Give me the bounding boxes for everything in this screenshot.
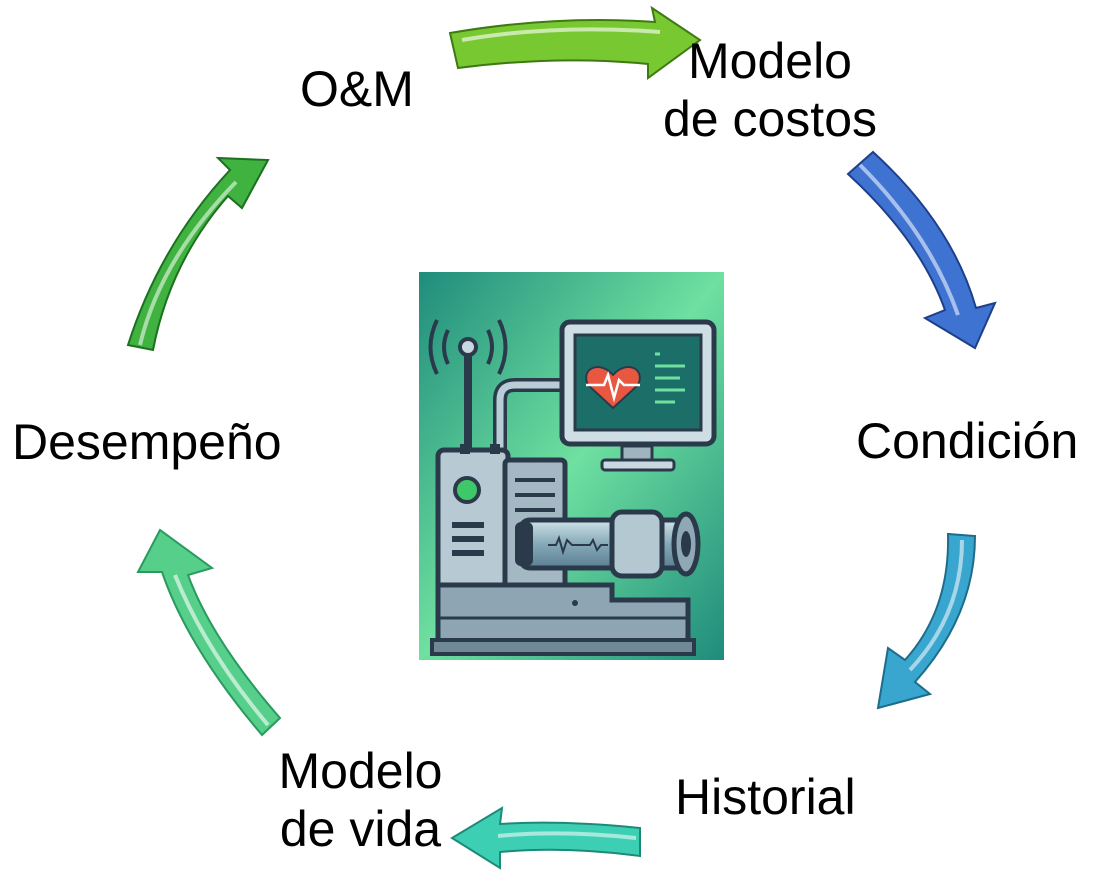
arrow-perf-to-om xyxy=(126,156,270,352)
node-condition: Condición xyxy=(856,412,1078,470)
node-performance: Desempeño xyxy=(12,413,282,471)
node-cost-model-line2: de costos xyxy=(662,91,877,147)
node-life-model-line2: de vida xyxy=(279,801,442,857)
node-performance-label: Desempeño xyxy=(12,414,282,470)
node-cost-model-line1: Modelo xyxy=(688,33,852,89)
arrow-cond-to-hist-shape xyxy=(876,532,977,710)
node-cost-model: Modelo de costos xyxy=(650,32,890,148)
arrow-cond-to-hist xyxy=(876,532,977,710)
machine-icon xyxy=(430,444,701,656)
node-history: Historial xyxy=(675,768,856,826)
node-life-model-line1: Modelo xyxy=(278,743,443,799)
arrow-hist-to-life-shape xyxy=(450,806,641,870)
node-om-label: O&M xyxy=(300,61,414,117)
node-om: O&M xyxy=(300,60,414,118)
arrow-hist-to-life xyxy=(450,806,641,870)
antenna-icon xyxy=(428,319,508,450)
arrow-cost-to-cond xyxy=(846,150,997,350)
arrow-om-to-cost xyxy=(448,5,702,80)
heart-icon xyxy=(585,366,641,410)
machine-monitoring-illustration xyxy=(419,272,724,660)
monitor-icon xyxy=(559,319,717,472)
arrow-perf-to-om-shape xyxy=(126,156,270,352)
arrow-cost-to-cond-shape xyxy=(846,150,997,350)
arrow-om-to-cost-shape xyxy=(448,5,702,80)
arrow-life-to-perf xyxy=(136,528,282,737)
node-condition-label: Condición xyxy=(856,413,1079,469)
node-history-label: Historial xyxy=(675,769,856,825)
arrow-life-to-perf-shape xyxy=(136,528,282,737)
node-life-model: Modelo de vida xyxy=(258,742,463,858)
